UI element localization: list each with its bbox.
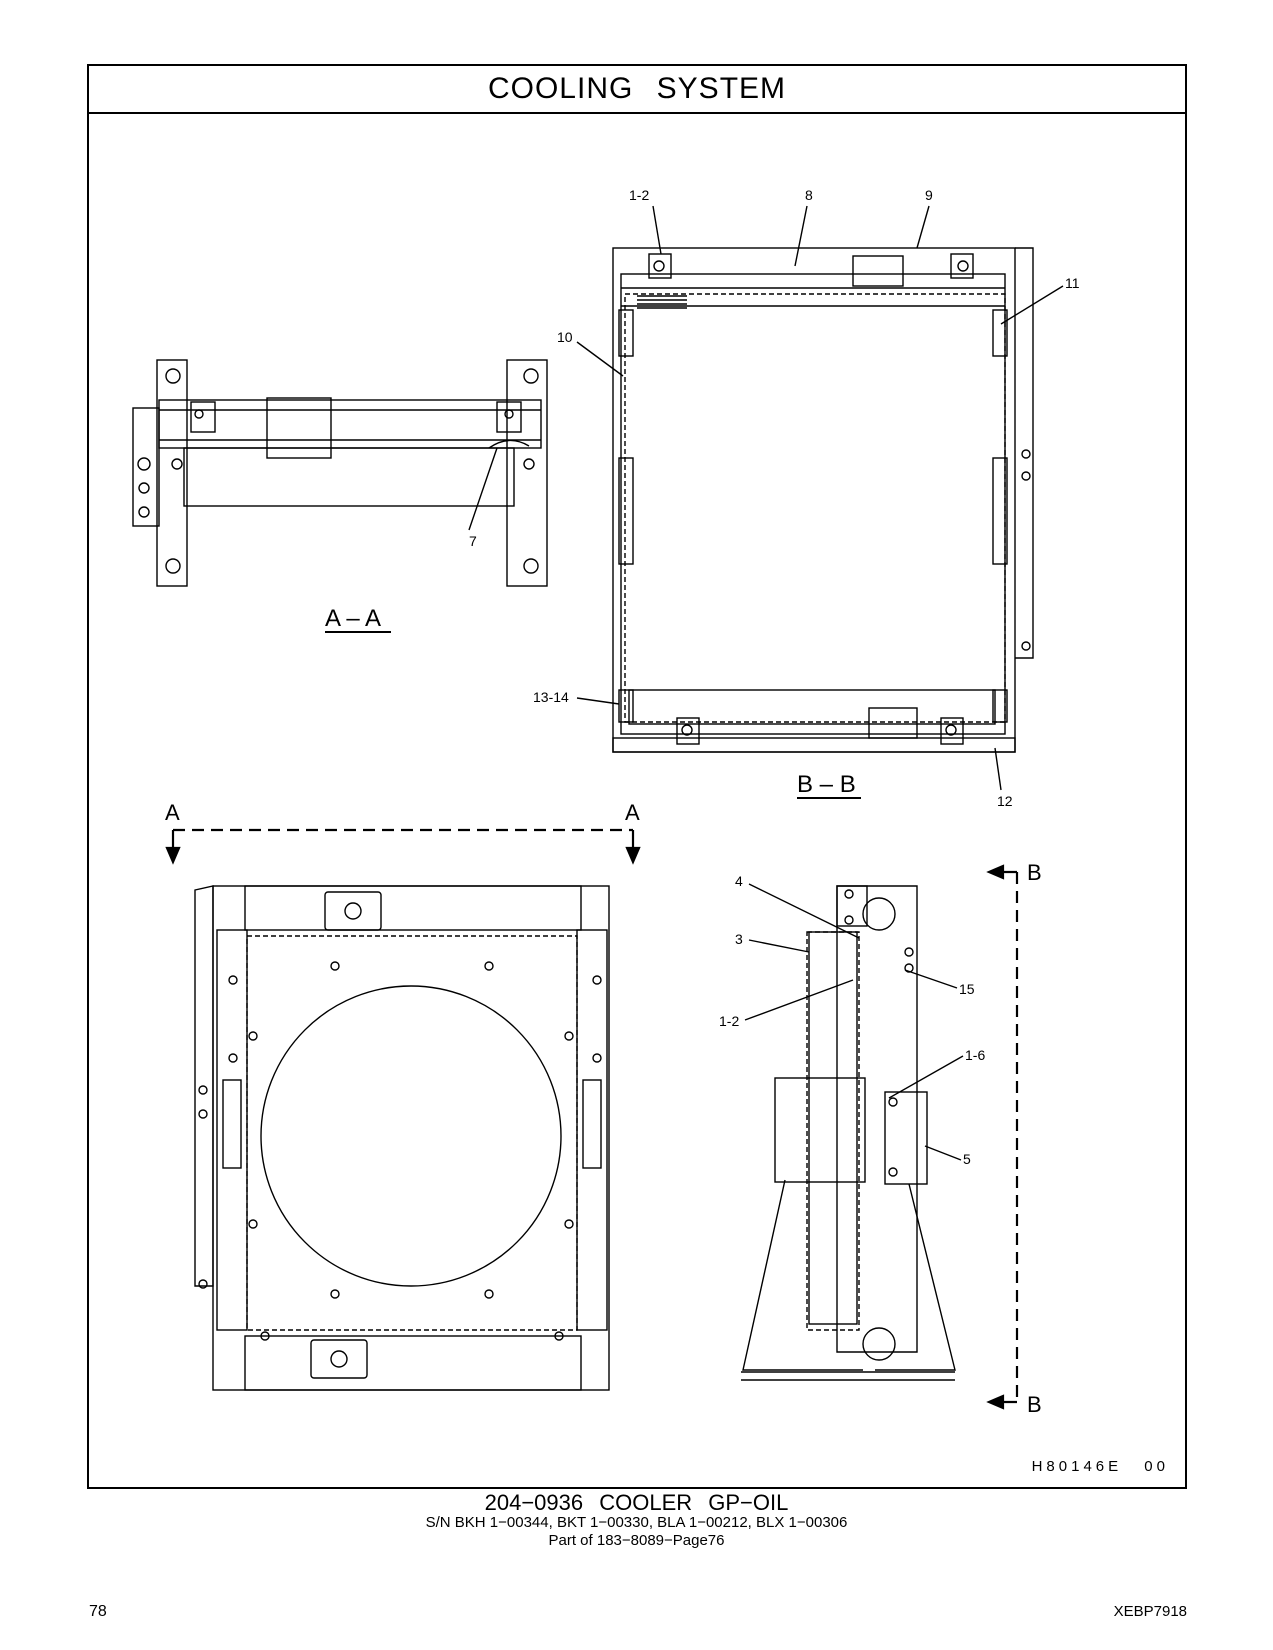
page-number: 78 — [89, 1603, 107, 1620]
view-front — [194, 885, 610, 1391]
callout-11: 11 — [1065, 275, 1080, 291]
section-label-bb: B – B — [797, 771, 856, 798]
section-arrow-a-right: A — [625, 800, 640, 825]
section-line-b — [986, 864, 1019, 1410]
drawing-number: H80146E 00 — [1031, 1458, 1169, 1475]
callout-1-2-side: 1-2 — [719, 1013, 739, 1029]
section-line-a — [165, 828, 641, 865]
callout-4: 4 — [735, 873, 743, 889]
callout-13-14: 13-14 — [533, 689, 569, 705]
section-arrow-b-top: B — [1027, 860, 1042, 885]
callout-9: 9 — [925, 187, 933, 203]
drawing-frame: COOLING SYSTEM — [87, 64, 1187, 1489]
callout-10: 10 — [557, 329, 573, 345]
parts-drawing: 7 A – A — [89, 114, 1185, 1487]
title-bar: COOLING SYSTEM — [89, 66, 1185, 114]
callout-1-2-top: 1-2 — [629, 187, 649, 203]
view-side — [741, 885, 956, 1381]
callout-5: 5 — [963, 1151, 971, 1167]
callout-1-6: 1-6 — [965, 1047, 985, 1063]
section-arrow-a-left: A — [165, 800, 180, 825]
callout-7: 7 — [469, 533, 477, 549]
callout-12: 12 — [997, 793, 1013, 809]
page-title: COOLING SYSTEM — [487, 72, 787, 105]
callout-15: 15 — [959, 981, 975, 997]
document-code: XEBP7918 — [1113, 1603, 1187, 1620]
section-label-aa: A – A — [325, 605, 381, 632]
parent-reference: Part of 183−8089−Page76 — [548, 1532, 725, 1549]
view-aa — [132, 359, 548, 587]
part-title: 204−0936 COOLER GP−OIL — [484, 1490, 789, 1515]
callout-3: 3 — [735, 931, 743, 947]
callout-8: 8 — [805, 187, 813, 203]
serial-range: S/N BKH 1−00344, BKT 1−00330, BLA 1−0021… — [425, 1514, 848, 1531]
view-bb — [612, 247, 1034, 753]
section-arrow-b-bottom: B — [1027, 1392, 1042, 1417]
